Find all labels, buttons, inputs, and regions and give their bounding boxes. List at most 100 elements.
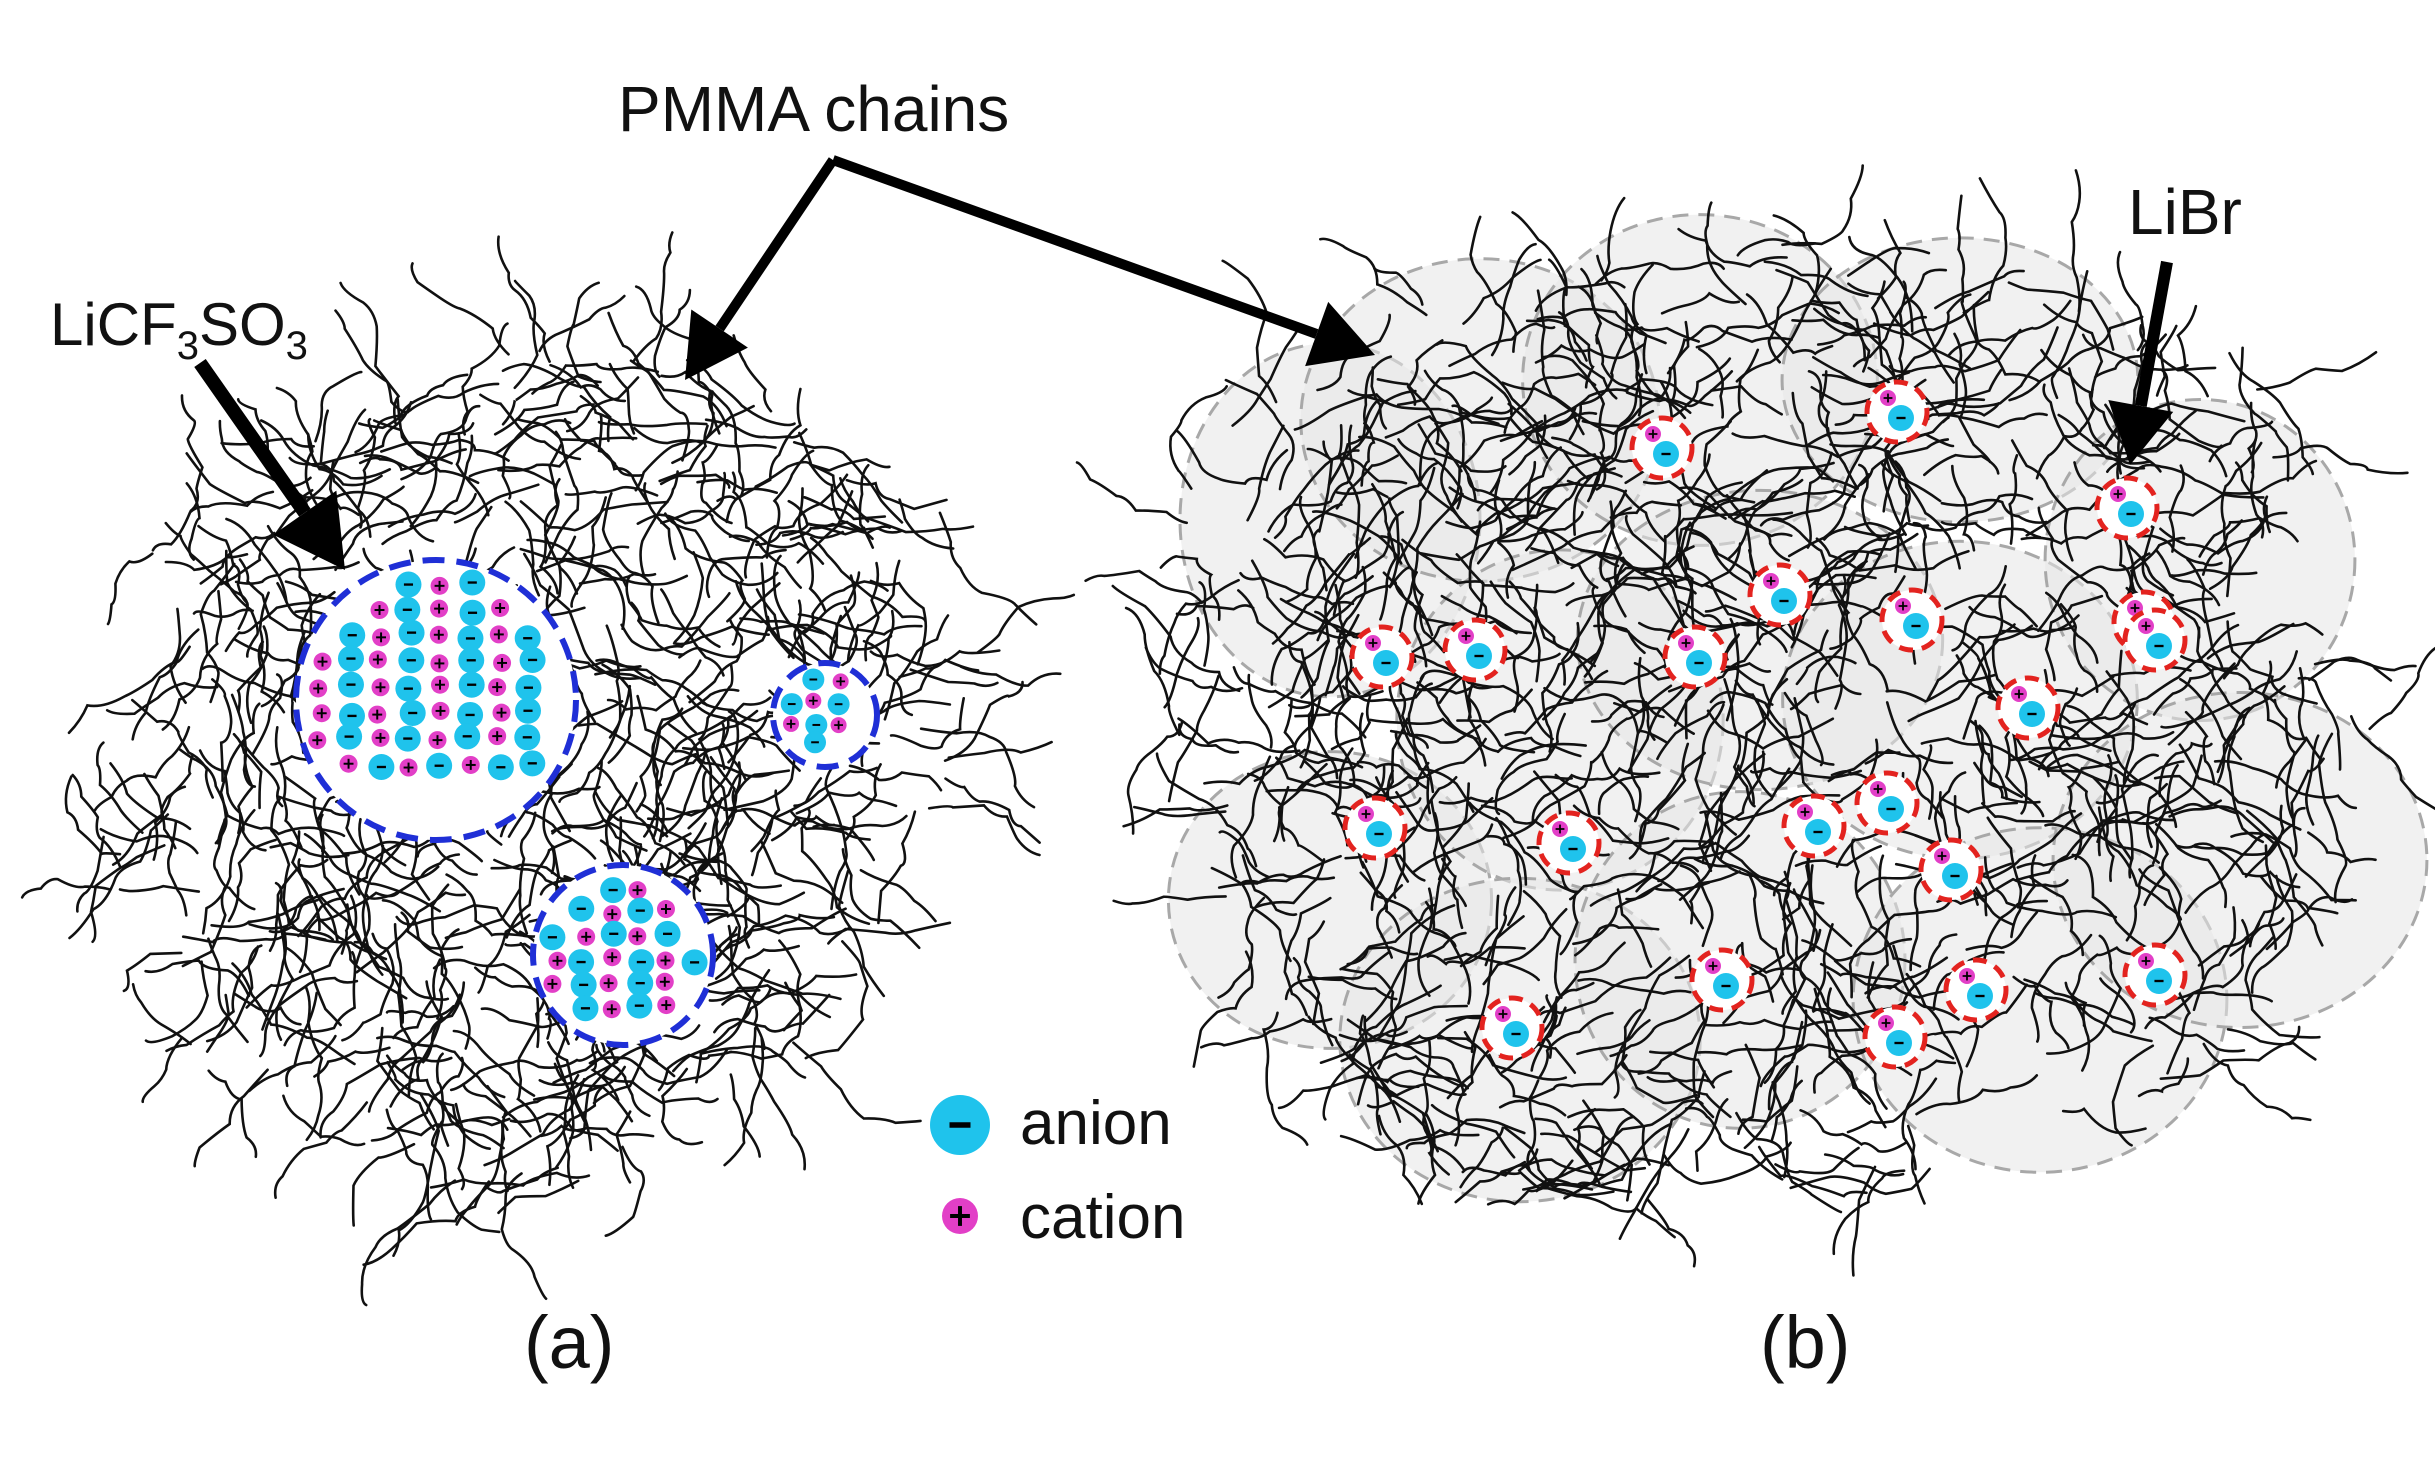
pmma-chain xyxy=(106,552,154,626)
pmma-chain xyxy=(1395,466,1436,566)
pmma-chain xyxy=(1560,593,1606,686)
pmma-chain xyxy=(2044,594,2104,682)
pmma-chain xyxy=(708,984,832,1019)
pmma-chain xyxy=(1547,258,1588,362)
pmma-chain xyxy=(615,1110,632,1184)
pmma-chain xyxy=(357,382,500,430)
pmma-chain xyxy=(2179,678,2243,761)
pmma-chain xyxy=(1743,1020,1804,1150)
pmma-chain xyxy=(1823,1153,1905,1177)
pmma-chain xyxy=(1500,742,1587,780)
pmma-chain xyxy=(370,1056,465,1142)
pmma-chain xyxy=(1300,552,1356,699)
pmma-chain xyxy=(1376,378,1463,473)
pmma-chain xyxy=(2313,658,2393,682)
pmma-chain xyxy=(1438,775,1573,805)
pmma-chain xyxy=(180,394,204,513)
pmma-chain xyxy=(1973,761,2023,799)
pmma-chain xyxy=(2042,383,2146,470)
pmma-chain xyxy=(430,1120,501,1234)
pmma-chain xyxy=(1306,447,1408,485)
pmma-chain xyxy=(519,545,630,561)
pmma-chain xyxy=(345,795,440,881)
pmma-chain xyxy=(540,1124,655,1138)
pmma-chain xyxy=(1246,772,1286,842)
pmma-chain xyxy=(1663,511,1794,540)
pmma-chain xyxy=(2155,548,2221,607)
pmma-chain xyxy=(1813,307,1867,362)
pmma-chain xyxy=(205,993,230,1053)
pmma-chain xyxy=(947,740,1053,759)
pmma-chain xyxy=(2186,558,2224,669)
pmma-chain xyxy=(1696,1044,1803,1056)
pmma-chain xyxy=(1177,717,1301,754)
pmma-chain xyxy=(2008,454,2019,545)
pmma-chain xyxy=(1599,489,1628,618)
pmma-chain xyxy=(1416,681,1487,767)
pmma-chain xyxy=(181,885,227,968)
pmma-chain xyxy=(1912,933,1958,987)
pmma-chain xyxy=(1250,559,1361,658)
pmma-chain xyxy=(1536,289,1585,436)
pmma-chain xyxy=(275,408,367,535)
pmma-chain xyxy=(750,777,823,877)
pmma-chain xyxy=(260,631,306,708)
pmma-chain xyxy=(1656,700,1726,761)
pmma-chain xyxy=(1763,260,1869,298)
pmma-chain xyxy=(435,1052,511,1127)
pmma-chain xyxy=(765,449,815,559)
pmma-chain xyxy=(705,548,787,599)
pmma-chain xyxy=(1809,299,1871,373)
pmma-chain xyxy=(1730,928,1822,1004)
pmma-chain xyxy=(646,773,741,821)
pmma-chain xyxy=(1330,695,1372,751)
pmma-chain xyxy=(1275,756,1390,799)
pmma-chain xyxy=(1535,1115,1635,1193)
panel-b-label: (b) xyxy=(1760,1301,1851,1384)
pmma-chain xyxy=(723,1037,765,1167)
pmma-chain xyxy=(1772,214,1821,295)
pmma-chain xyxy=(1467,677,1536,754)
pmma-chain xyxy=(2152,428,2228,478)
pmma-chain xyxy=(1307,975,1398,1001)
pmma-chain xyxy=(2008,315,2144,402)
pmma-chain xyxy=(1133,805,1227,818)
pmma-chain xyxy=(314,370,363,443)
pmma-chain xyxy=(1587,409,1655,503)
pmma-chain xyxy=(372,419,480,485)
pmma-chain xyxy=(1649,1050,1716,1089)
pmma-chain xyxy=(1832,1169,1906,1256)
pmma-chain xyxy=(864,561,880,662)
pmma-chain xyxy=(245,894,358,1009)
pmma-chain xyxy=(714,836,742,980)
pmma-chain xyxy=(877,810,917,925)
pmma-chain xyxy=(385,1108,433,1221)
pmma-chain xyxy=(354,817,371,967)
pmma-chain xyxy=(1885,673,1997,703)
pmma-chain xyxy=(696,478,778,494)
formula-part: LiCF xyxy=(50,291,177,358)
pmma-chain xyxy=(1704,201,1747,306)
pmma-chain xyxy=(728,981,802,1060)
pmma-chain xyxy=(1566,479,1667,543)
pmma-chain xyxy=(1749,766,1863,780)
pmma-chain xyxy=(1698,764,1740,873)
pmma-chain xyxy=(386,1116,509,1137)
pmma-chain xyxy=(919,727,1036,809)
pmma-chain xyxy=(2137,1057,2190,1098)
pmma-chain xyxy=(595,1043,651,1118)
pmma-chain xyxy=(577,722,698,766)
pmma-chain xyxy=(199,562,236,704)
pmma-chain xyxy=(1466,472,1560,565)
pmma-chain xyxy=(230,693,257,788)
panel-b-pmma-chains xyxy=(1075,164,2435,1277)
arrow-head xyxy=(2108,400,2174,465)
pmma-chain xyxy=(704,418,808,439)
pmma-chain xyxy=(1451,404,1590,481)
pmma-chain xyxy=(1237,589,1316,686)
pmma-chain xyxy=(2198,516,2299,558)
pmma-chain xyxy=(1613,954,1691,1099)
pmma-chain xyxy=(1377,1114,1424,1206)
pmma-chain xyxy=(697,662,734,805)
